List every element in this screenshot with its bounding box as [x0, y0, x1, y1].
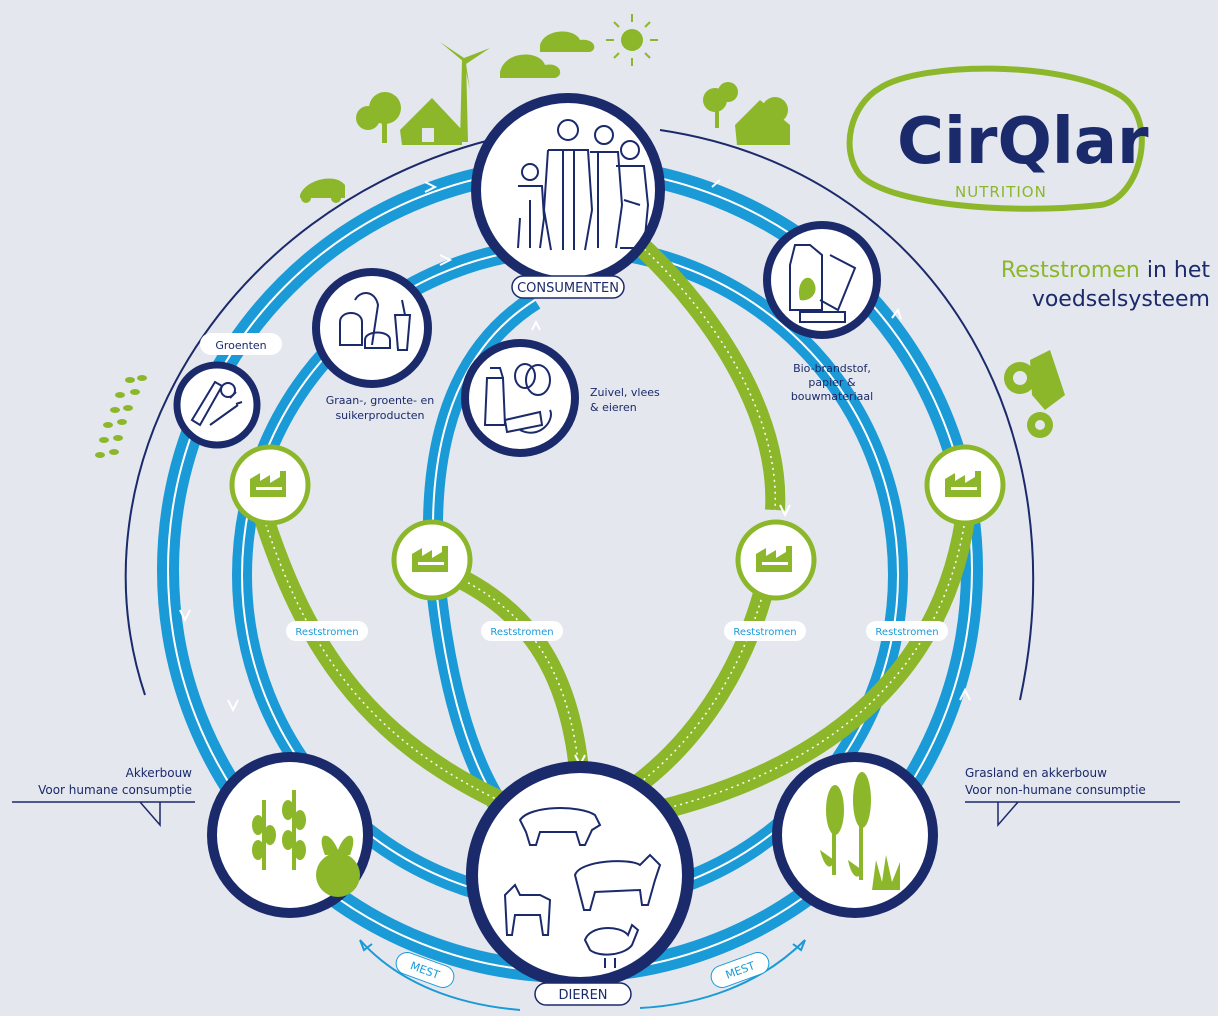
wheat-decoration [95, 375, 147, 458]
factory-icon [412, 546, 448, 572]
factory-icon [250, 471, 286, 497]
biofuel-icon [789, 244, 857, 323]
residual-1-text: Reststromen [295, 627, 358, 638]
tractor-icon [1004, 350, 1065, 438]
arable-callout [12, 801, 195, 828]
dairy-icon [483, 363, 552, 434]
grain-products-label-line1: Graan-, groente- en [326, 394, 435, 407]
bread-icon [339, 292, 412, 351]
tagline-line1: Reststromen in het [1001, 258, 1210, 283]
beet-icon [316, 835, 360, 897]
sun-icon [606, 14, 658, 66]
residual-4-text: Reststromen [875, 627, 938, 638]
grassland-caption-sub: Voor non-humane consumptie [965, 783, 1146, 797]
outer-arc-left [124, 139, 491, 696]
landscape-decoration [300, 29, 790, 203]
grassland-callout [965, 801, 1180, 828]
animals-node: DIEREN [466, 761, 694, 1006]
residual-label-4: Reststromen [866, 621, 948, 641]
tagline-rest1: in het [1140, 258, 1211, 283]
leaf-icon [798, 277, 816, 301]
outer-arc-right [659, 129, 1035, 701]
residual-label-2: Reststromen [481, 621, 563, 641]
logo: CirQlar NUTRITION [846, 65, 1149, 212]
biofuel-node: Bio-brandstof, papier & bouwmateriaal [763, 221, 881, 403]
manure-label-right: MEST [710, 952, 770, 988]
grassland-caption-title: Grasland en akkerbouw [965, 766, 1107, 780]
consumers-node: CONSUMENTEN [471, 93, 665, 299]
residual-2-text: Reststromen [490, 627, 553, 638]
dairy-label-line2: & eieren [590, 401, 637, 414]
biofuel-label-line2: papier & [808, 376, 856, 389]
tagline-line2: voedselsysteem [1032, 287, 1210, 312]
tagline-highlight: Reststromen [1001, 258, 1140, 283]
arable-node [207, 752, 373, 918]
grain-products-node: Graan-, groente- en suikerproducten [312, 268, 435, 422]
dairy-node: Zuivel, vlees & eieren [461, 339, 660, 457]
dairy-label-line1: Zuivel, vlees [590, 386, 660, 399]
consumers-label: CONSUMENTEN [517, 281, 619, 296]
logo-sub: NUTRITION [955, 183, 1047, 201]
grass-icon [872, 855, 900, 890]
arable-caption-sub: Voor humane consumptie [38, 783, 192, 797]
animals-label: DIEREN [558, 988, 607, 1003]
corn-icon [820, 772, 871, 880]
logo-swoosh [846, 65, 1145, 212]
factory-node-right [924, 444, 1006, 526]
factory-node-left [229, 444, 311, 526]
manure-arc-right [639, 939, 806, 1009]
grassland-node [772, 752, 938, 918]
biofuel-label-line1: Bio-brandstof, [793, 362, 871, 375]
biofuel-label-line3: bouwmateriaal [791, 390, 873, 403]
people-icon [517, 119, 650, 251]
green-flow-right-inner [624, 562, 780, 799]
logo-main: CirQlar [897, 105, 1149, 179]
factory-node-center-right [735, 519, 817, 601]
factory-node-center-left [391, 519, 473, 601]
vegetables-label: Groenten [215, 339, 266, 352]
animals-icon [503, 807, 662, 968]
factory-icon [945, 471, 981, 497]
grain-products-label-line2: suikerproducten [335, 409, 424, 422]
manure-arc-left [359, 939, 521, 1011]
residual-label-1: Reststromen [286, 621, 368, 641]
vegetables-icon [190, 380, 243, 427]
manure-label-left: MEST [395, 952, 455, 988]
wheat-icon [252, 790, 306, 870]
factory-icon [756, 546, 792, 572]
vegetables-node: Groenten [173, 333, 282, 449]
residual-label-3: Reststromen [724, 621, 806, 641]
residual-3-text: Reststromen [733, 627, 796, 638]
arable-caption-title: Akkerbouw [126, 766, 193, 780]
green-flow-right-outer [657, 518, 975, 820]
